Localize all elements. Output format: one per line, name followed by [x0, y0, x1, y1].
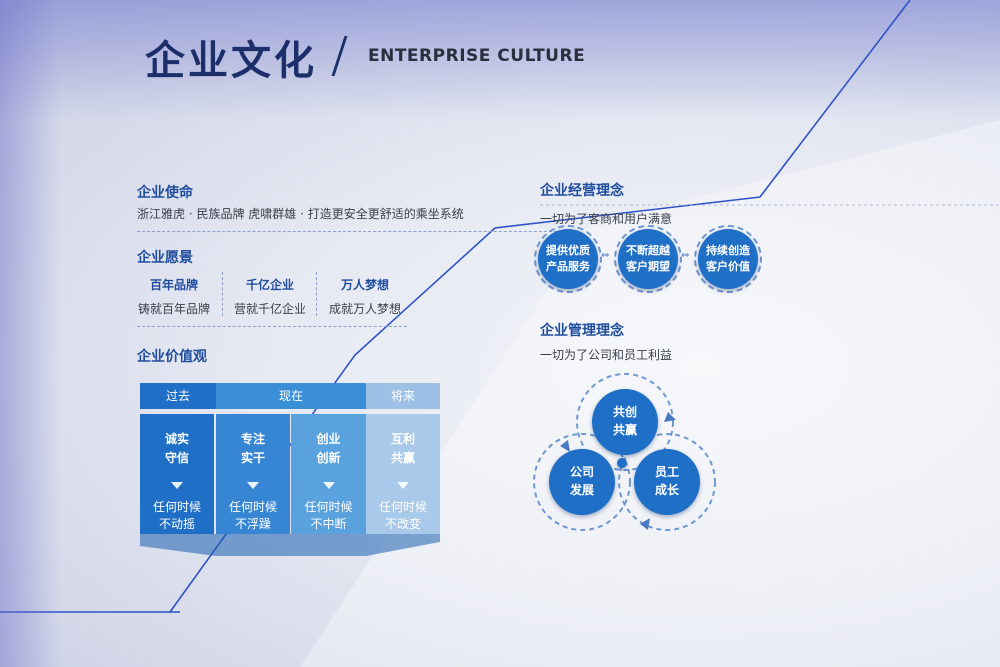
operation-ring	[614, 225, 682, 293]
cycle-arrow-icon	[640, 518, 650, 530]
operation-circle-1: 提供优质产品服务	[538, 229, 598, 289]
operation-circle-2: 不断超越客户期望	[618, 229, 678, 289]
op-2-line1: 不断超越	[626, 244, 670, 257]
band-present: 现在	[216, 383, 366, 409]
operation-ring	[534, 225, 602, 293]
value-sub-1b: 不动摇	[158, 517, 195, 531]
center-dot	[617, 458, 627, 468]
mg-3-line1: 员工	[654, 465, 679, 479]
management-heading: 企业管理理念	[540, 323, 624, 339]
vision-text-3: 成就万人梦想	[328, 302, 401, 316]
vision-separator	[316, 272, 317, 316]
value-key-3b: 创新	[316, 451, 341, 465]
management-circle-1: 共创共赢	[592, 389, 658, 455]
page-title: 企业文化	[145, 38, 317, 84]
value-sub-4b: 不改变	[384, 517, 421, 531]
value-key-4a: 互利	[390, 432, 415, 446]
value-column-4: 互利共赢 任何时候不改变	[366, 414, 440, 534]
management-circle-3: 员工成长	[634, 449, 700, 515]
value-key-4b: 共赢	[390, 451, 415, 465]
band-future: 将来	[366, 383, 440, 409]
value-key-2a: 专注	[240, 432, 265, 446]
value-sub-4a: 任何时候	[378, 500, 427, 514]
mg-1-line2: 共赢	[612, 423, 637, 437]
link-arrows-icon: ⇔	[681, 250, 690, 261]
operation-ring	[694, 225, 762, 293]
vision-divider	[137, 326, 407, 327]
vision-text-2: 营就千亿企业	[233, 302, 306, 316]
management-cycle	[533, 373, 716, 531]
operation-circle-3: 持续创造客户价值	[698, 229, 758, 289]
page-subtitle-en: ENTERPRISE CULTURE	[368, 46, 586, 66]
op-1-line1: 提供优质	[546, 244, 590, 257]
management-subtitle: 一切为了公司和员工利益	[540, 348, 673, 362]
op-2-line2: 客户期望	[626, 260, 670, 273]
arrow-down-icon	[171, 482, 183, 489]
mg-2-line1: 公司	[569, 465, 594, 479]
value-key-1a: 诚实	[164, 432, 189, 446]
mission-heading: 企业使命	[137, 185, 193, 201]
value-column-2: 专注实干 任何时候不浮躁	[216, 414, 290, 534]
value-sub-2a: 任何时候	[228, 500, 277, 514]
value-sub-1a: 任何时候	[152, 500, 201, 514]
value-sub-3a: 任何时候	[304, 500, 353, 514]
value-key-2b: 实干	[240, 451, 265, 465]
vision-head-1: 百年品牌	[149, 278, 198, 292]
values-shadow-base	[140, 534, 440, 556]
op-3-line2: 客户价值	[706, 260, 750, 273]
operation-subtitle: 一切为了客商和用户满意	[540, 212, 673, 226]
mg-2-line2: 发展	[569, 483, 594, 497]
op-3-line1: 持续创造	[706, 244, 750, 257]
value-key-1b: 守信	[164, 451, 189, 465]
arrow-down-icon	[322, 482, 335, 489]
management-circle-2: 公司发展	[549, 449, 615, 515]
light-panel	[300, 120, 1000, 667]
vision-separator	[222, 272, 223, 316]
vision-head-3: 万人梦想	[340, 278, 389, 292]
op-1-line2: 产品服务	[546, 260, 590, 273]
mission-divider	[137, 231, 557, 232]
operation-heading: 企业经营理念	[540, 183, 624, 199]
value-column-1: 诚实守信 任何时候不动摇	[140, 414, 214, 534]
value-sub-2b: 不浮躁	[234, 517, 271, 531]
vision-heading: 企业愿景	[137, 250, 193, 266]
cycle-arrow-icon	[664, 412, 676, 422]
value-column-3: 创业创新 任何时候不中断	[291, 414, 366, 534]
mg-1-line1: 共创	[612, 405, 637, 419]
cycle-arrow-icon	[560, 440, 570, 452]
vision-text-1: 铸就百年品牌	[137, 302, 210, 316]
mg-3-line2: 成长	[654, 483, 679, 497]
value-key-3a: 创业	[316, 432, 341, 446]
arrow-down-icon	[247, 482, 259, 489]
vision-head-2: 千亿企业	[245, 278, 294, 292]
arrow-down-icon	[397, 482, 409, 489]
link-arrows-icon: ⇔	[601, 250, 610, 261]
mission-text: 浙江雅虎 · 民族品牌 虎啸群雄 · 打造更安全更舒适的乘坐系统	[137, 207, 464, 221]
band-past: 过去	[140, 383, 216, 409]
values-heading: 企业价值观	[137, 349, 207, 365]
value-sub-3b: 不中断	[310, 517, 347, 531]
